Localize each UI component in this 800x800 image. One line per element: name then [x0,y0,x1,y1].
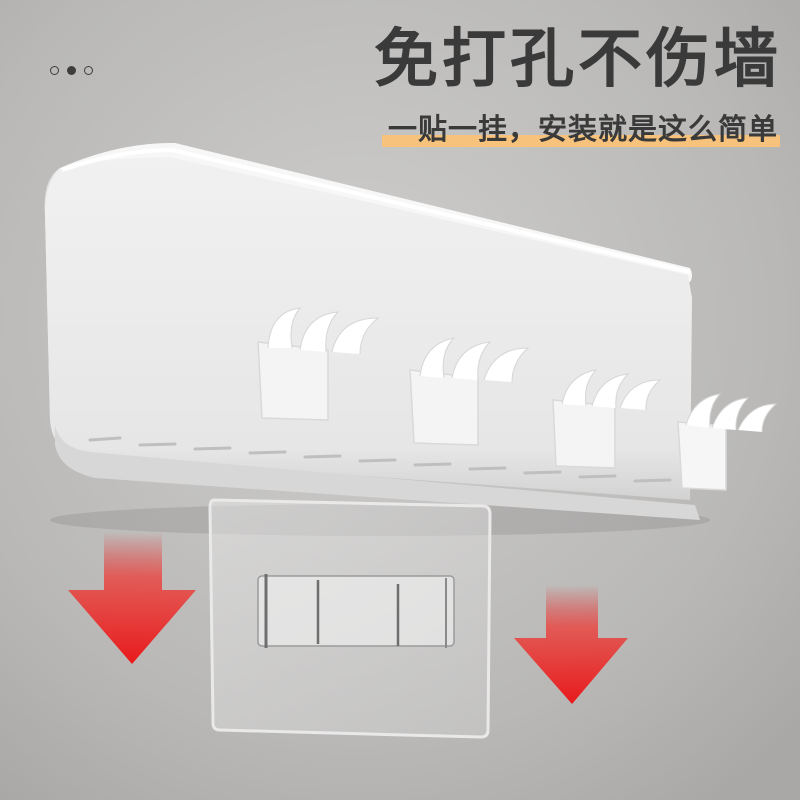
hook-3 [552,369,662,469]
page-dot-3[interactable] [84,66,93,75]
hook-1 [257,307,380,421]
hook-4 [677,393,778,491]
headline: 免打孔不伤墙 [374,23,782,97]
page-dot-1[interactable] [50,66,59,75]
tagline-highlight [381,134,780,147]
hook-2 [409,337,530,446]
page-dot-2[interactable] [67,66,76,75]
wall-rack [44,142,700,520]
down-arrow-icon [514,585,628,704]
adhesive-plate [208,498,492,739]
tagline: 一贴一挂，安装就是这么简单 [387,112,778,146]
page-indicator [50,66,93,75]
down-arrow-icon [68,532,196,664]
tagline-block: 一贴一挂，安装就是这么简单 [381,112,780,147]
